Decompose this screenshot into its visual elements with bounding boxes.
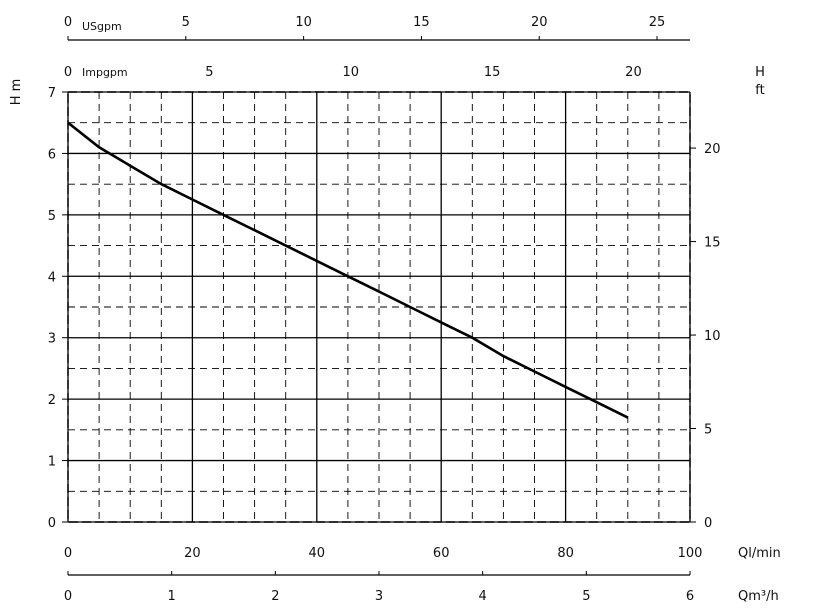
x-tick-label: 0 [64, 546, 72, 561]
x-tick-label: 60 [433, 546, 450, 561]
top2-tick-label: 0 [64, 65, 72, 80]
grid [67, 91, 691, 523]
top1-tick-label: 20 [531, 15, 548, 30]
y-tick-label: 1 [48, 455, 56, 470]
x2-tick-label: 6 [686, 589, 694, 604]
top1-tick-label: 15 [413, 15, 430, 30]
x2-tick-label: 3 [375, 589, 383, 604]
x2-tick-label: 2 [271, 589, 279, 604]
performance-curve [67, 121, 629, 419]
y-tick-label: 3 [48, 332, 56, 347]
y-tick-label: 0 [48, 516, 56, 531]
x-tick-label: 20 [184, 546, 201, 561]
x2-tick-label: 1 [168, 589, 176, 604]
y-tick-label: 5 [48, 209, 56, 224]
y2-tick-label: 15 [704, 236, 721, 251]
y2-axis-label-h: H [755, 65, 765, 80]
y2-axis-label-unit: ft [755, 83, 764, 98]
top2-tick-label: 15 [484, 65, 501, 80]
x2-tick-label: 0 [64, 589, 72, 604]
y-tick-label: 6 [48, 147, 56, 162]
plot-border [67, 91, 691, 523]
y2-tick-label: 5 [704, 423, 712, 438]
plot-frame [62, 36, 696, 576]
x2-tick-label: 5 [582, 589, 590, 604]
top1-axis-label: USgpm [82, 20, 122, 33]
y2-tick-label: 20 [704, 142, 721, 157]
y2-tick-label: 10 [704, 329, 721, 344]
top1-tick-label: 5 [182, 15, 190, 30]
top1-tick-label: 25 [649, 15, 666, 30]
x-axis-label: Ql/min [738, 546, 781, 561]
top2-tick-label: 10 [342, 65, 359, 80]
x-tick-label: 100 [678, 546, 703, 561]
top2-tick-label: 20 [625, 65, 642, 80]
x-tick-label: 40 [309, 546, 326, 561]
y-tick-label: 7 [48, 86, 56, 101]
y-axis-label: H m [9, 79, 24, 106]
x-tick-label: 80 [557, 546, 574, 561]
top2-tick-label: 5 [205, 65, 213, 80]
top1-tick-label: 10 [295, 15, 312, 30]
top2-axis-label: Impgpm [82, 66, 128, 79]
y-tick-label: 4 [48, 270, 56, 285]
x2-tick-label: 4 [479, 589, 487, 604]
y-tick-label: 2 [48, 393, 56, 408]
top1-tick-label: 0 [64, 15, 72, 30]
y2-tick-label: 0 [704, 516, 712, 531]
x2-axis-label: Qm³/h [738, 589, 779, 604]
